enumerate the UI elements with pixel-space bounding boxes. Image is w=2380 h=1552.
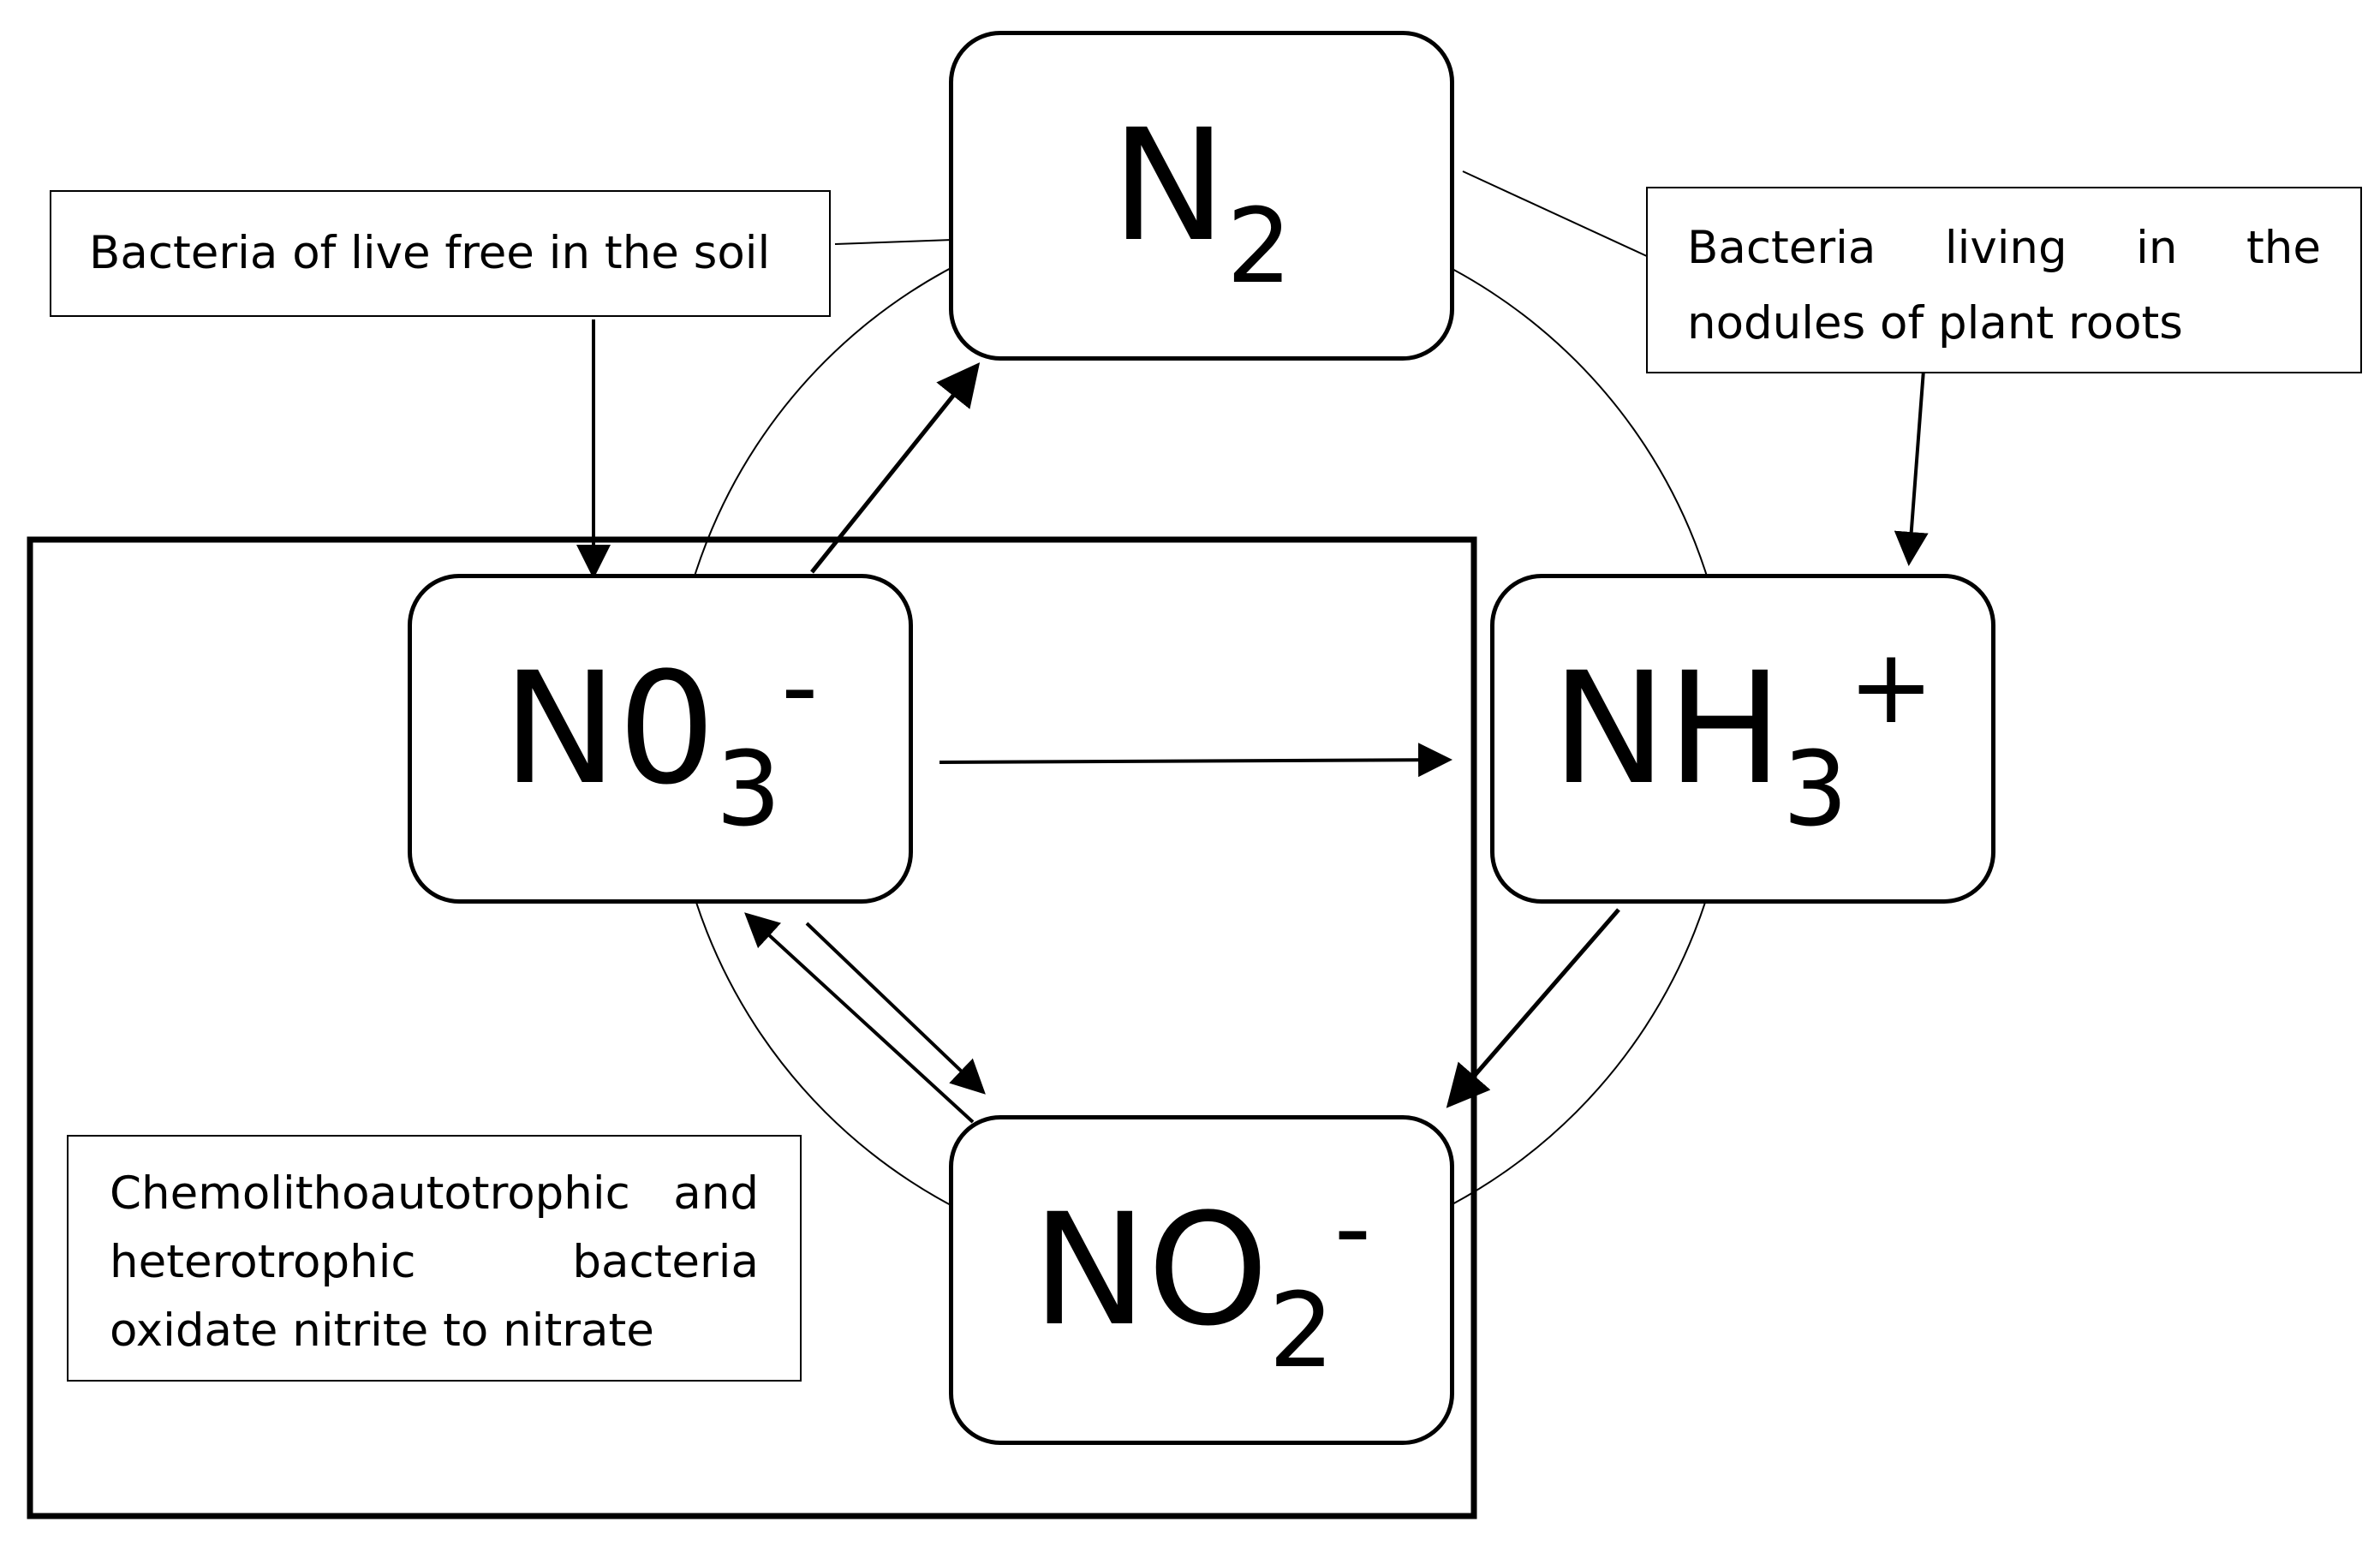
node-no3: N03-	[408, 574, 913, 904]
free-living-connector	[834, 239, 953, 245]
node-n2: N2	[949, 31, 1454, 361]
nodule-bacteria-label: Bacteria living in the nodules of plant …	[1646, 187, 2362, 373]
n2-formula: N2	[1111, 96, 1292, 307]
oxidation-region-frame	[27, 536, 1477, 1519]
nodule-bacteria-text: Bacteria living in the nodules of plant …	[1687, 222, 2321, 349]
node-nh3: NH3+	[1490, 574, 1995, 904]
arrow-nh3-to-no2	[1446, 908, 1620, 1108]
node-no2: NO2-	[949, 1115, 1454, 1445]
arrow-no3-to-no2	[805, 922, 986, 1095]
no3-formula: N03-	[502, 627, 819, 850]
nodule-connector	[1462, 170, 1649, 258]
arrow-no3-to-nh3	[939, 743, 1452, 778]
no2-formula: NO2-	[1032, 1168, 1371, 1391]
free-living-bacteria-label: Bacteria of live free in the soil	[50, 190, 831, 317]
free-living-bacteria-text: Bacteria of live free in the soil	[89, 227, 771, 279]
chemolithoautotrophic-label: Chemolithoautotrophic and heterotrophic …	[67, 1135, 802, 1382]
arrow-no3-to-n2	[810, 362, 981, 574]
nh3-formula: NH3+	[1551, 627, 1935, 850]
arrow-no2-to-no3	[744, 912, 975, 1124]
arrow-nodule-to-nh3	[1894, 369, 1929, 566]
chemolithoautotrophic-text: Chemolithoautotrophic and heterotrophic …	[110, 1167, 759, 1357]
